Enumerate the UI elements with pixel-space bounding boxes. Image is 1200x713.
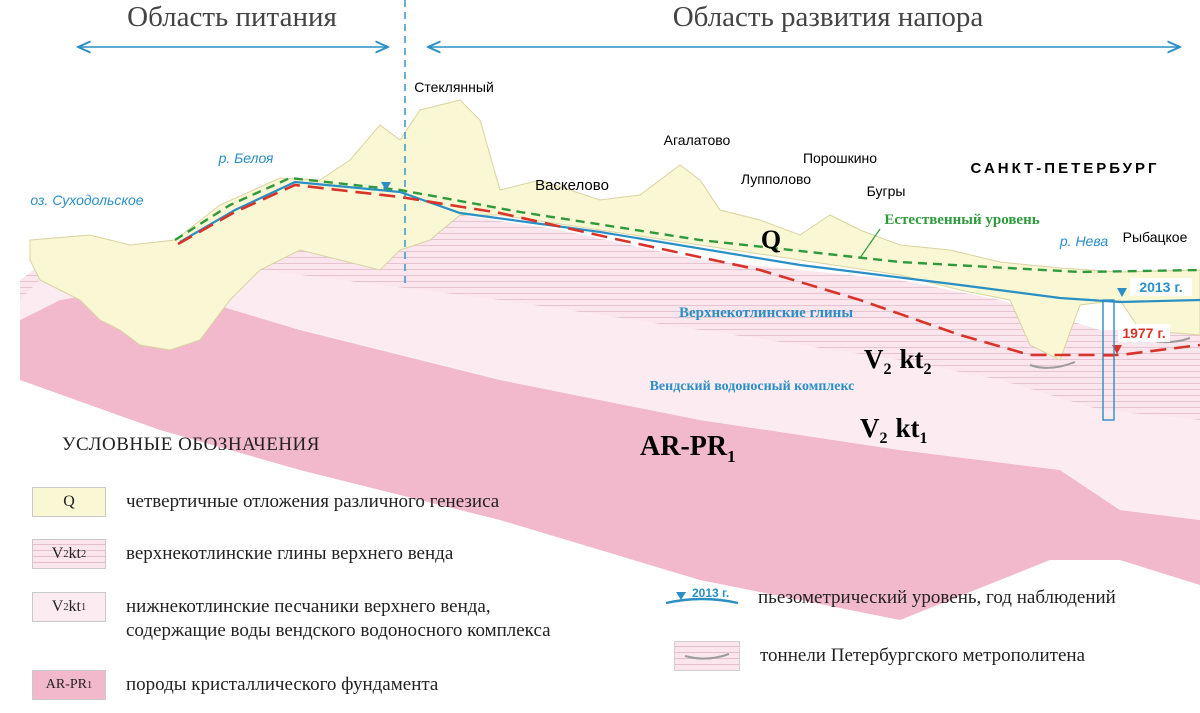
marker-2013-icon — [1117, 288, 1127, 297]
tag-2013-box — [1130, 278, 1192, 296]
kt1-layer — [20, 255, 1200, 520]
natural-level-line — [174, 176, 1200, 274]
legend-swatch-tunnel — [674, 641, 740, 671]
piezo-1977-line — [177, 183, 1200, 357]
place-steklyanny: Стеклянный — [414, 79, 494, 95]
legend-swatch-q: Q — [32, 487, 106, 517]
metro-tunnel-icon — [1029, 361, 1076, 369]
place-rybatskoe: Рыбацкое — [1123, 229, 1188, 245]
place-lupolovo: Лупполово — [741, 171, 811, 187]
label-ar-pr1: AR-PR1 — [640, 431, 736, 466]
place-bugry: Бугры — [867, 183, 906, 199]
tunnel-icon — [684, 653, 730, 660]
natural-level-label: Естественный уровень — [884, 212, 1039, 228]
legend-item-tunnel: тоннели Петербургского метрополитена — [674, 641, 1085, 671]
piezo-2013-marker-icon — [381, 182, 391, 191]
tag-1977: 1977 г. — [1122, 325, 1165, 341]
place-belaya: р. Белоя — [218, 150, 274, 166]
place-neva: р. Нева — [1059, 233, 1108, 249]
label-vendian-complex: Вендский водоносный комплекс — [650, 379, 855, 394]
label-q: Q — [761, 225, 781, 254]
place-vaskelovo: Васкелово — [535, 177, 609, 194]
natural-level-leader — [859, 228, 881, 259]
legend-title: УСЛОВНЫЕ ОБОЗНАЧЕНИЯ — [62, 434, 320, 455]
legend-text-tunnel: тоннели Петербургского метрополитена — [760, 645, 1086, 666]
legend-text-ar: породы кристаллического фундамента — [126, 674, 439, 695]
legend-item-piezo: 2013 г. пьезометрический уровень, год на… — [662, 583, 1116, 613]
kt2-layer — [20, 215, 1200, 420]
piezometer-well — [1102, 299, 1115, 421]
tag-2013: 2013 г. — [1139, 279, 1182, 295]
label-upper-clays: Верхнекотлинские глины — [679, 305, 853, 321]
zone-recharge-title: Область питания — [127, 1, 337, 33]
legend-text-kt2: верхнекотлинские глины верхнего венда — [126, 543, 454, 564]
place-agalatovo: Агалатово — [664, 132, 731, 148]
tag-1977-box — [1118, 324, 1170, 342]
place-spb: САНКТ-ПЕТЕРБУРГ — [970, 160, 1159, 177]
piezo-2013-line — [179, 180, 1200, 304]
svg-text:2013 г.: 2013 г. — [692, 586, 729, 600]
zone-pressure-title: Область развития напора — [673, 1, 984, 33]
legend-item-q: Q четвертичные отложения различного гене… — [32, 487, 499, 517]
quaternary-layer — [29, 99, 1200, 361]
legend-text-piezo: пьезометрический уровень, год наблюдений — [758, 587, 1116, 608]
basement-layer — [20, 285, 1200, 620]
legend-text-kt1: нижнекотлинские песчаники верхнего венда… — [126, 596, 551, 641]
place-poroshkino: Порошкино — [803, 150, 877, 166]
legend-text-q: четвертичные отложения различного генези… — [126, 491, 500, 512]
legend-piezo-symbol-icon: 2013 г. — [665, 586, 739, 605]
place-sukhodolskoe: оз. Суходольское — [30, 192, 143, 208]
